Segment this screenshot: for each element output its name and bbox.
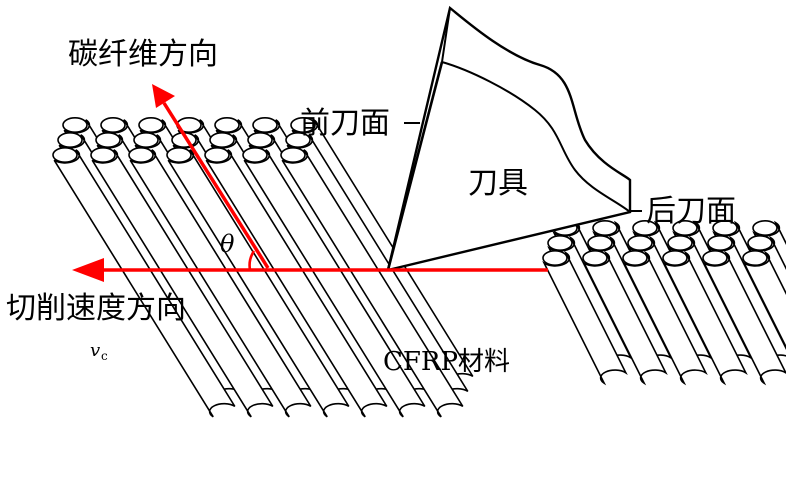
fiber-end-cap [57,132,83,149]
fiber-cylinder [702,250,786,386]
fiber-cylinder [742,250,786,349]
fiber-cylinder [128,147,312,418]
fiber-cylinder [204,147,388,418]
fiber-arrow-shaft [162,102,270,269]
fiber-end-cap [742,250,768,267]
fiber-end-cap [242,147,268,164]
fiber-end-cap [90,147,116,164]
fiber-end-cap [672,220,698,237]
fiber-end-cap [592,220,618,237]
tool-inner-edge [440,7,631,213]
fiber-end-cap [707,235,733,252]
fiber-end-cap [100,117,126,134]
fiber-direction-arrow [152,84,270,269]
fiber-arrow-head [152,84,175,108]
angle-arc [248,250,256,271]
flank-face-label: 后刀面 [646,194,736,229]
fiber-end-cap [290,117,316,134]
angle-label: θ [220,230,235,258]
fiber-cylinder [242,147,426,418]
fiber-cylinder [90,147,274,418]
fiber-cylinder [52,147,236,418]
fiber-end-cap [247,132,273,149]
fiber-end-cap [204,147,230,164]
tool-body [386,5,632,272]
fiber-end-cap [547,235,573,252]
fiber-cylinder [542,250,628,386]
tool-label: 刀具 [468,166,528,201]
fiber-cylinder [622,250,708,386]
fiber-end-cap [662,250,688,267]
fiber-end-cap [632,220,658,237]
tool-cutting-edge [386,61,444,271]
fiber-cylinder [582,250,668,386]
velocity-subscript: c [101,349,108,363]
fiber-end-cap [95,132,121,149]
fiber-end-cap [209,132,235,149]
fiber-end-cap [752,220,778,237]
fiber-end-cap [252,117,278,134]
rake-face-label: 前刀面 [300,106,390,141]
fiber-end-cap [52,147,78,164]
fiber-end-cap [582,250,608,267]
fiber-end-cap [128,147,154,164]
fiber-end-cap [747,235,773,252]
cutting-direction-arrow [72,258,548,282]
fiber-layer-front [52,147,786,418]
fiber-end-cap [62,117,88,134]
fiber-end-cap [712,220,738,237]
fiber-end-cap [280,147,306,164]
fiber-cylinder [662,250,748,386]
fiber-end-cap [627,235,653,252]
fiber-end-cap [133,132,159,149]
cutting-arrow-head [72,258,104,282]
cutting-direction-label: 切削速度方向 [6,291,186,326]
fiber-end-cap [702,250,728,267]
cutting-tool [386,5,642,272]
fiber-end-cap [285,132,311,149]
fiber-end-cap [166,147,192,164]
fiber-cylinder [280,147,464,418]
fiber-end-cap [667,235,693,252]
fiber-end-cap [214,117,240,134]
fiber-end-cap [542,250,568,267]
material-label: CFRP材料 [383,347,510,377]
fiber-direction-label: 碳纤维方向 [68,37,218,72]
fiber-end-cap [587,235,613,252]
fiber-end-cap [622,250,648,267]
fiber-cylinder [166,147,350,418]
fiber-end-cap [138,117,164,134]
velocity-symbol: v [90,340,100,361]
